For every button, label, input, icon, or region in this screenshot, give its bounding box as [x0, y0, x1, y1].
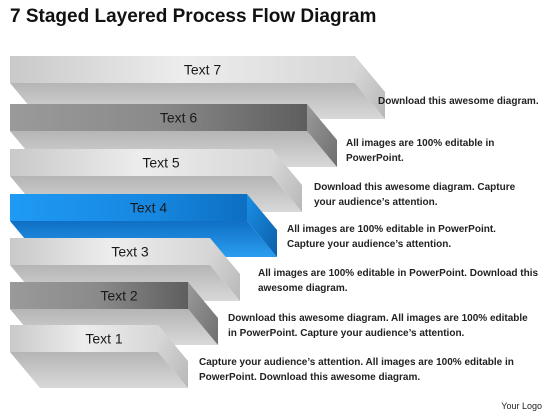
layer-top-face	[10, 282, 188, 309]
step-description: Download this awesome diagram. Capture y…	[314, 182, 516, 208]
step-description: All images are 100% editable in PowerPoi…	[287, 224, 496, 250]
step-description: Download this awesome diagram. All image…	[228, 313, 528, 339]
layer-side-face	[188, 282, 218, 345]
layer-label: Text 6	[160, 110, 198, 126]
layer-side-face	[158, 325, 188, 388]
layer-top-face	[10, 194, 247, 221]
layer-side-face	[247, 194, 277, 257]
layer-label: Text 2	[100, 288, 138, 304]
logo-text: Your Logo	[501, 401, 542, 411]
layer-label: Text 7	[184, 62, 222, 78]
layer-top-face	[10, 104, 307, 131]
layer-side-face	[272, 149, 302, 212]
layer-side-face	[307, 104, 337, 167]
layer-front-face	[10, 352, 188, 388]
step-description: All images are 100% editable in PowerPoi…	[258, 268, 539, 294]
layer-label: Text 3	[111, 244, 149, 260]
layer-top-face	[10, 238, 210, 265]
step-description: All images are 100% editable in PowerPoi…	[346, 138, 495, 164]
layer-top-face	[10, 149, 272, 176]
layer-side-face	[210, 238, 240, 301]
layer-7: Text 1	[10, 325, 188, 388]
layer-label: Text 5	[142, 155, 180, 171]
layer-label: Text 4	[130, 200, 168, 216]
step-description: Download this awesome diagram.	[378, 96, 539, 107]
layer-top-face	[10, 325, 158, 352]
step-description: Capture your audience’s attention. All i…	[199, 357, 514, 383]
layer-top-face	[10, 56, 355, 83]
layer-side-face	[355, 56, 385, 119]
layer-label: Text 1	[85, 331, 123, 347]
diagram-title: 7 Staged Layered Process Flow Diagram	[10, 6, 377, 27]
